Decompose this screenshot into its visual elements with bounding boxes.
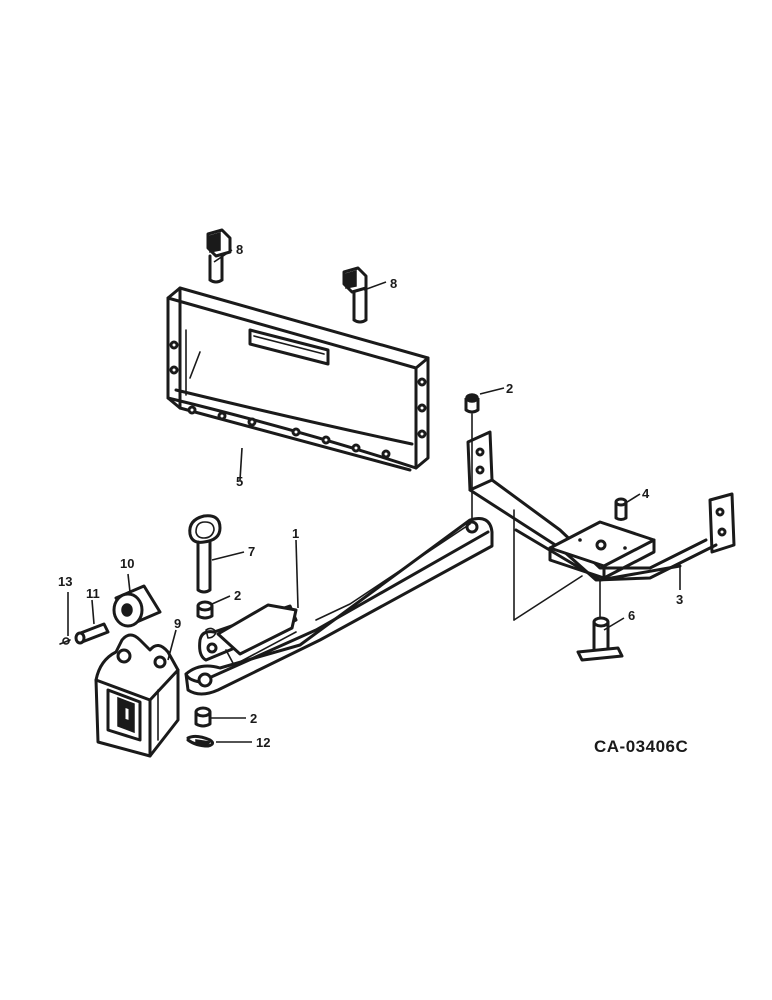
callout-10: 10 xyxy=(120,556,134,571)
callout-1: 1 xyxy=(292,526,299,541)
callout-2-mid: 2 xyxy=(234,588,241,603)
callout-5: 5 xyxy=(236,474,243,489)
pin-8-left xyxy=(206,228,232,284)
pin-8-right xyxy=(342,266,368,324)
bushing-2-top xyxy=(464,393,480,521)
callout-8-left: 8 xyxy=(236,242,243,257)
post-6 xyxy=(576,579,624,662)
bushing-2-low xyxy=(194,706,212,728)
callout-11: 11 xyxy=(86,586,100,601)
callout-6: 6 xyxy=(628,608,635,623)
callout-7: 7 xyxy=(248,544,255,559)
clip-12 xyxy=(186,734,215,748)
callout-13: 13 xyxy=(58,574,72,589)
clevis-9 xyxy=(94,633,180,758)
pin-4 xyxy=(614,497,628,521)
crossmember-3 xyxy=(466,430,736,621)
callout-8-right: 8 xyxy=(390,276,397,291)
callout-3: 3 xyxy=(676,592,683,607)
bushing-2-mid xyxy=(196,600,217,639)
callout-12: 12 xyxy=(256,735,270,750)
callout-2-top: 2 xyxy=(506,381,513,396)
callout-9: 9 xyxy=(174,616,181,631)
callout-2-low: 2 xyxy=(250,711,257,726)
drawing-code: CA-03406C xyxy=(594,737,688,756)
weight-bracket-5 xyxy=(166,286,430,472)
hitch-pin-7 xyxy=(188,514,222,594)
cotter-13 xyxy=(59,637,71,645)
leader-lines xyxy=(67,249,681,743)
roller-10 xyxy=(112,584,162,628)
pin-11 xyxy=(74,622,110,645)
callout-4: 4 xyxy=(642,486,650,501)
drawbar-1 xyxy=(184,517,494,696)
